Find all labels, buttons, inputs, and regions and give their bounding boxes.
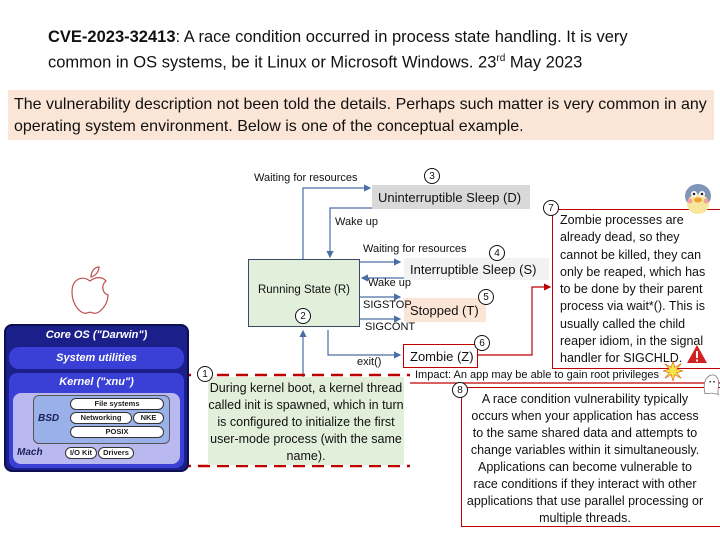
marker-8: 8 bbox=[452, 382, 468, 398]
state-uninterruptible-sleep: Uninterruptible Sleep (D) bbox=[372, 185, 530, 209]
nke-pill: NKE bbox=[133, 412, 164, 424]
label-sigstop: SIGSTOP bbox=[363, 299, 412, 311]
label-sigcont: SIGCONT bbox=[365, 321, 416, 333]
state-zombie: Zombie (Z) bbox=[403, 344, 478, 368]
zombie-callout: Zombie processes are already dead, so th… bbox=[552, 209, 720, 369]
arrow-wake-d bbox=[326, 207, 372, 259]
arrow-exit bbox=[327, 330, 402, 359]
marker-7: 7 bbox=[543, 200, 559, 216]
race-condition-callout: A race condition vulnerability typically… bbox=[461, 387, 720, 527]
state-stopped: Stopped (T) bbox=[404, 298, 486, 322]
label-waiting-d: Waiting for resources bbox=[254, 172, 358, 184]
ghost-sticker-icon bbox=[703, 374, 720, 396]
mach-layer: BSD File systems Networking NKE POSIX Ma… bbox=[13, 393, 180, 464]
core-os-label: Core OS ("Darwin") bbox=[45, 329, 148, 341]
file-systems-pill: File systems bbox=[70, 398, 164, 410]
init-callout: During kernel boot, a kernel thread call… bbox=[208, 377, 404, 465]
impact-text: Impact: An app may be able to gain root … bbox=[415, 369, 659, 381]
drivers-pill: Drivers bbox=[98, 447, 134, 459]
bsd-label: BSD bbox=[38, 413, 60, 424]
label-wake-d: Wake up bbox=[335, 216, 379, 228]
slide-title: CVE-2023-32413: A race condition occurre… bbox=[48, 26, 688, 74]
marker-3: 3 bbox=[424, 168, 440, 184]
title-text: : A race condition occurred in process s… bbox=[48, 28, 628, 72]
label-waiting-s: Waiting for resources bbox=[363, 243, 467, 255]
darwin-architecture: Core OS ("Darwin") System utilities Kern… bbox=[4, 324, 189, 472]
cve-id: CVE-2023-32413 bbox=[48, 28, 176, 46]
arrow-zombie-callout bbox=[477, 283, 552, 356]
title-date: May 2023 bbox=[505, 53, 583, 72]
label-exit: exit() bbox=[357, 356, 382, 368]
marker-4: 4 bbox=[489, 245, 505, 261]
marker-5: 5 bbox=[478, 289, 494, 305]
bsd-layer: BSD File systems Networking NKE POSIX bbox=[33, 395, 170, 444]
warning-triangle-icon bbox=[687, 345, 707, 363]
kernel-layer: Kernel ("xnu") BSD File systems Networki… bbox=[9, 373, 184, 468]
mach-label: Mach bbox=[17, 447, 43, 458]
marker-6: 6 bbox=[474, 335, 490, 351]
system-utilities-layer: System utilities bbox=[9, 347, 184, 369]
label-wake-s: Wake up bbox=[368, 277, 412, 289]
intro-note: The vulnerability description not been t… bbox=[8, 90, 714, 140]
state-interruptible-sleep: Interruptible Sleep (S) bbox=[404, 258, 549, 280]
posix-pill: POSIX bbox=[70, 426, 164, 438]
marker-2: 2 bbox=[295, 308, 311, 324]
arrow-waiting-d bbox=[302, 184, 372, 259]
penguin-sticker-icon bbox=[685, 184, 711, 214]
date-suffix: rd bbox=[496, 53, 506, 64]
marker-1: 1 bbox=[197, 366, 213, 382]
apple-logo-icon bbox=[71, 266, 109, 314]
explosion-icon bbox=[663, 361, 683, 381]
networking-pill: Networking bbox=[70, 412, 132, 424]
io-kit-pill: I/O Kit bbox=[65, 447, 97, 459]
kernel-label: Kernel ("xnu") bbox=[59, 376, 134, 388]
